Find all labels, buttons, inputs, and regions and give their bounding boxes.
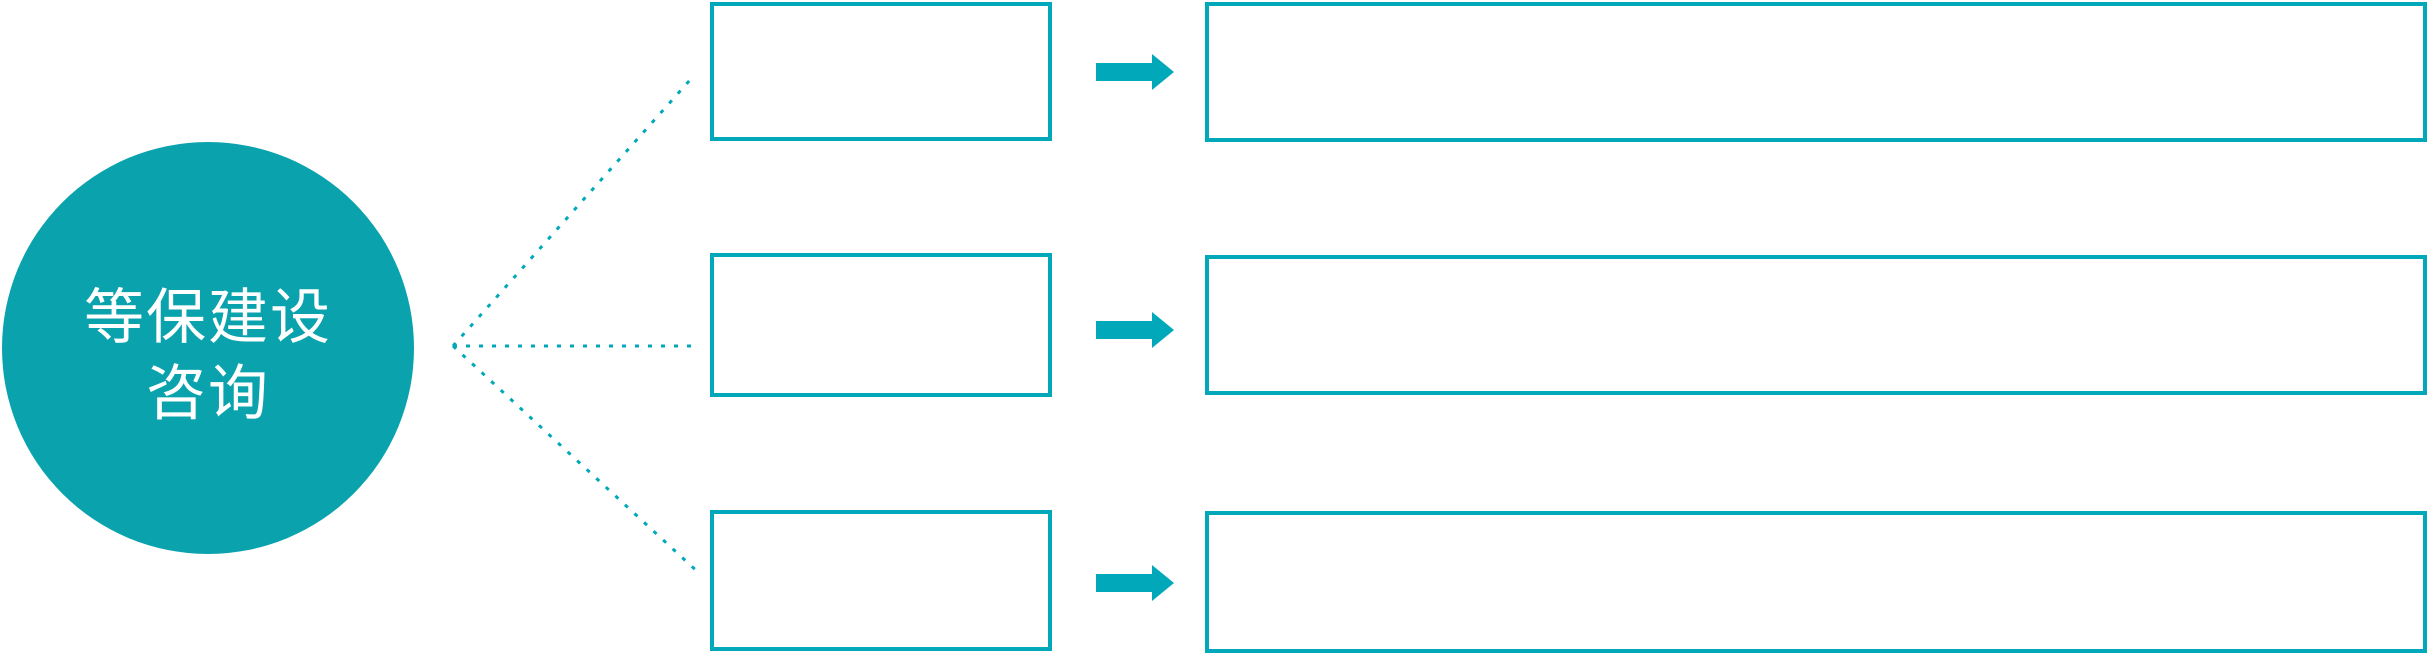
- small-box-1-text: [714, 6, 1048, 137]
- small-box-1: [710, 2, 1052, 141]
- circle-label: 等保建设 咨询: [84, 264, 332, 432]
- small-box-2-text: [714, 257, 1048, 393]
- large-box-2-text: [1209, 259, 2423, 391]
- circle-node: 等保建设 咨询: [2, 142, 414, 554]
- large-box-1-text: [1209, 6, 2423, 138]
- small-box-3-text: [714, 514, 1048, 647]
- arrow-right-icon-2: [1096, 311, 1174, 349]
- arrow-right-icon-1: [1096, 53, 1174, 91]
- large-box-1: [1205, 2, 2427, 142]
- arrow-right-icon-3: [1096, 564, 1174, 602]
- large-box-3: [1205, 511, 2427, 653]
- large-box-3-text: [1209, 515, 2423, 649]
- circle-label-line-1: 等保建设: [84, 283, 332, 353]
- small-box-3: [710, 510, 1052, 651]
- large-box-2: [1205, 255, 2427, 395]
- small-box-2: [710, 253, 1052, 397]
- dotted-connector-top: [451, 79, 692, 347]
- dotted-connector-bottom: [451, 344, 702, 576]
- circle-label-line-2: 咨询: [146, 359, 270, 429]
